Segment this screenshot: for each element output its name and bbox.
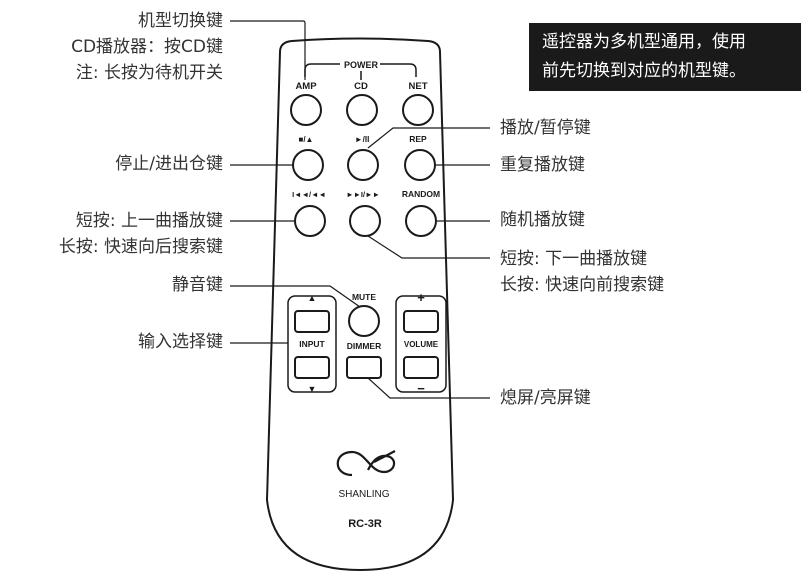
- annotation-prev-track-line1: 短按: 上一曲播放键: [75, 211, 223, 231]
- annotation-repeat: 重复播放键: [500, 155, 585, 175]
- volume-minus-sign: −: [417, 381, 425, 396]
- next-button[interactable]: [349, 205, 381, 237]
- leader-next-track: [367, 235, 490, 259]
- annotation-prev-track-line2: 长按: 快速向后搜索键: [58, 237, 223, 257]
- leader-model-switch: [230, 20, 306, 80]
- annotation-mute: 静音键: [172, 275, 223, 295]
- stop-eject-button[interactable]: [292, 149, 324, 181]
- annotation-next-track-line1: 短按: 下一曲播放键: [500, 249, 648, 269]
- leader-lines: [230, 20, 490, 399]
- leader-play-pause: [367, 127, 490, 149]
- annotation-stop-eject: 停止/进出仓键: [115, 154, 223, 174]
- input-up-button[interactable]: [294, 310, 330, 333]
- power-label: POWER: [344, 60, 379, 70]
- input-up-arrow: ▲: [308, 293, 317, 303]
- brand-name: SHANLING: [338, 489, 389, 500]
- annotation-model-switch-line2: CD播放器：按CD键: [71, 37, 223, 57]
- shanling-logo-icon: [336, 450, 396, 477]
- play-pause-label: ►/II: [355, 135, 370, 144]
- annotation-next-track: 短按: 下一曲播放键 长按: 快速向前搜索键: [500, 246, 664, 298]
- input-down-button[interactable]: [294, 356, 330, 379]
- stop-eject-label: ■/▲: [299, 135, 314, 144]
- annotation-play-pause: 播放/暂停键: [500, 118, 591, 138]
- leader-dimmer: [367, 377, 490, 399]
- volume-up-button[interactable]: [403, 310, 439, 333]
- annotation-random: 随机播放键: [500, 210, 585, 230]
- amp-button[interactable]: [290, 94, 322, 126]
- notice-line1: 遥控器为多机型通用，使用: [542, 32, 746, 52]
- dimmer-label: DIMMER: [347, 341, 381, 351]
- annotation-next-track-line2: 长按: 快速向前搜索键: [500, 275, 665, 295]
- input-down-arrow: ▼: [308, 384, 317, 394]
- volume-label: VOLUME: [404, 340, 439, 349]
- amp-label: AMP: [295, 81, 317, 92]
- play-pause-button[interactable]: [347, 149, 379, 181]
- cd-label: CD: [354, 81, 368, 92]
- annotation-dimmer: 熄屏/亮屏键: [500, 388, 591, 408]
- random-button[interactable]: [405, 205, 437, 237]
- mute-label: MUTE: [352, 292, 376, 302]
- annotation-model-switch-line3: 注: 长按为待机开关: [75, 63, 223, 83]
- net-label: NET: [409, 81, 428, 92]
- leader-mute: [230, 285, 361, 308]
- cd-button[interactable]: [346, 94, 378, 126]
- input-label: INPUT: [299, 339, 325, 349]
- net-button[interactable]: [402, 94, 434, 126]
- mute-button[interactable]: [348, 305, 380, 337]
- random-label: RANDOM: [402, 189, 440, 199]
- rep-button[interactable]: [404, 149, 436, 181]
- volume-down-button[interactable]: [403, 356, 439, 379]
- rep-label: REP: [409, 134, 427, 144]
- dimmer-button[interactable]: [346, 356, 382, 379]
- volume-plus-sign: +: [417, 290, 425, 305]
- volume-group-frame: [395, 295, 447, 393]
- annotation-prev-track: 短按: 上一曲播放键 长按: 快速向后搜索键: [59, 208, 223, 260]
- prev-label: I◄◄/◄◄: [292, 190, 326, 199]
- model-name: RC-3R: [348, 518, 382, 530]
- prev-button[interactable]: [294, 205, 326, 237]
- notice-line2: 前先切换到对应的机型键。: [542, 61, 746, 81]
- annotation-input-select: 输入选择键: [138, 332, 223, 352]
- notice-box: 遥控器为多机型通用，使用 前先切换到对应的机型键。: [529, 23, 801, 91]
- annotation-model-switch: 机型切换键 CD播放器：按CD键 注: 长按为待机开关: [71, 8, 223, 86]
- annotation-model-switch-line1: 机型切换键: [138, 11, 223, 31]
- input-group-frame: [287, 295, 337, 393]
- next-label: ►►I/►►: [346, 190, 380, 199]
